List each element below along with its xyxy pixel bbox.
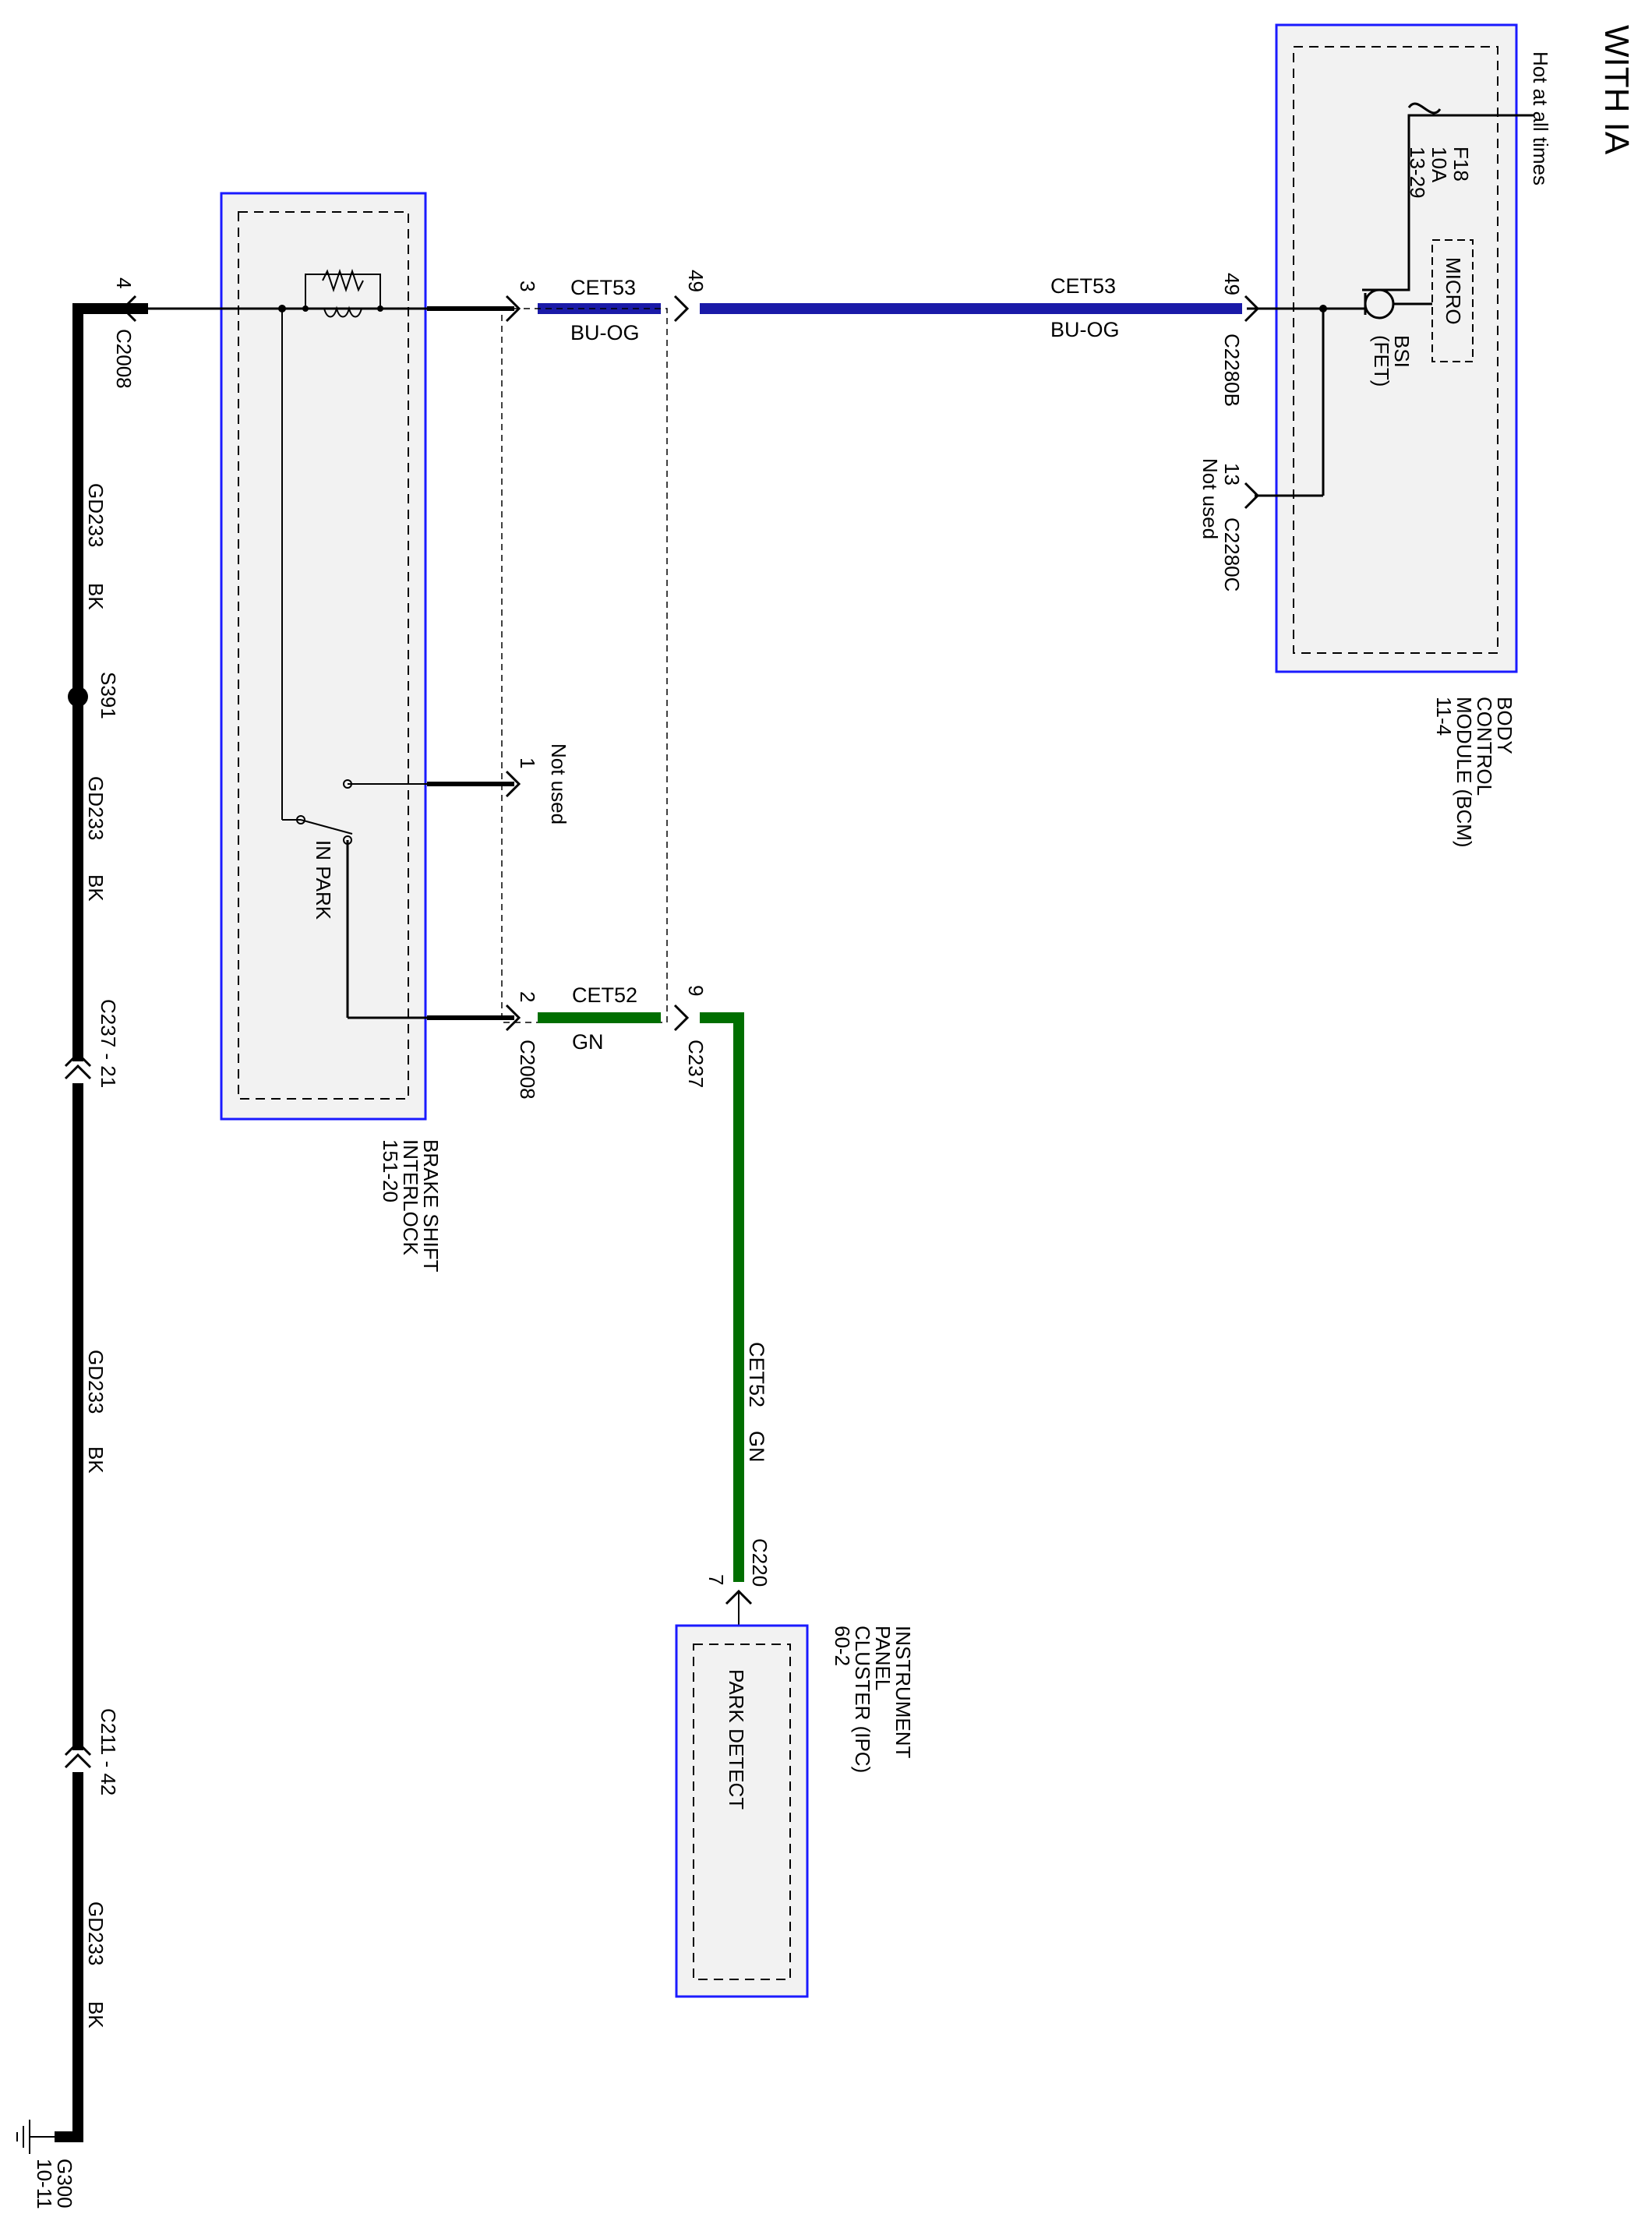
bsi-label: BSI <box>1390 335 1414 368</box>
ipc-module-box <box>675 1624 809 1998</box>
cet52-pin-9: 9 <box>684 985 708 996</box>
cet53-pin-49-c237: 49 <box>684 270 708 292</box>
bsi-module-inner-outline <box>238 211 409 1100</box>
c220-label: C220 <box>748 1538 771 1587</box>
ipc-module: PARK DETECT INSTRUMENT PANEL CLUSTER (IP… <box>675 1624 915 1998</box>
bcm-module: MICRO F18 10A 13-29 Hot at all times BSI… <box>1198 23 1552 848</box>
ipc-module-inner-outline <box>693 1644 791 1980</box>
c2280c-label: C2280C <box>1220 517 1244 591</box>
bcm-not-used-label: Not used <box>1198 458 1222 539</box>
ipc-name-line-4: 60-2 <box>831 1626 854 1666</box>
micro-label: MICRO <box>1442 257 1465 325</box>
ipc-name-line-2: PANEL <box>871 1626 895 1690</box>
bsi-name-line-1: BRAKE SHIFT <box>419 1139 443 1273</box>
cet53-circuit-label-left: CET53 <box>570 276 636 299</box>
bcm-pin-13: 13 <box>1220 463 1244 485</box>
c211-42-label: C211 - 42 <box>97 1708 120 1795</box>
ipc-name-line-3: CLUSTER (IPC) <box>851 1626 874 1773</box>
cet53-wire: CET53 BU-OG CET53 BU-OG 49 3 <box>427 270 1242 344</box>
park-detect-label: PARK DETECT <box>725 1669 748 1810</box>
fuse-name: F18 <box>1449 147 1473 182</box>
bk-label-3: BK <box>84 1446 108 1474</box>
ground-icon <box>16 2120 55 2154</box>
pin1-not-used: Not used <box>547 743 570 824</box>
gd233-wire <box>72 303 148 1061</box>
page-title: WITH IA <box>1597 25 1636 155</box>
gd233-label-2: GD233 <box>84 776 108 840</box>
bk-label-4: BK <box>84 2001 108 2028</box>
c2008-pin2-chevron-icon <box>505 1004 521 1032</box>
bsi-junction-2 <box>302 305 309 312</box>
cet52-circuit-label: CET52 <box>572 983 637 1007</box>
in-park-label: IN PARK <box>312 840 335 920</box>
pin1-chevron-icon <box>505 770 521 798</box>
bcm-name-line-1: BODY <box>1493 697 1516 754</box>
c237-21-label: C237 - 21 <box>97 999 120 1088</box>
switch-pivot <box>296 815 305 824</box>
c237-21-chevron-icon <box>64 1051 92 1068</box>
cet53-circuit-label-right: CET53 <box>1050 274 1116 298</box>
s391-label: S391 <box>97 672 120 719</box>
bcm-module-box <box>1275 23 1518 673</box>
cet53-color-label-right: BU-OG <box>1050 318 1120 341</box>
gd233-wire-end <box>55 1772 83 2142</box>
cet53-color-label-left: BU-OG <box>570 321 640 344</box>
c220-pin-7: 7 <box>704 1574 728 1585</box>
g300-ref-label: 10-11 <box>33 2159 56 2209</box>
bk-label-1: BK <box>84 583 108 610</box>
micro-box <box>1431 239 1474 362</box>
c237-pin9-chevron-icon <box>673 1004 690 1032</box>
bsi-module-box <box>220 192 427 1121</box>
c2008-label-pin2: C2008 <box>516 1040 539 1100</box>
c2008-connector-outline <box>501 308 668 1023</box>
bcm-pin-49: 49 <box>1220 273 1244 295</box>
c2280b-chevron-icon <box>1244 295 1260 323</box>
bcm-name-line-3: MODULE (BCM) <box>1453 697 1476 848</box>
bcm-junction <box>1319 305 1327 312</box>
c237-chevron-icon <box>673 295 690 323</box>
pin1-label: 1 <box>516 757 539 768</box>
cet52-pin-2: 2 <box>516 991 539 1002</box>
pin4-label: 4 <box>112 277 136 288</box>
hot-at-all-times-label: Hot at all times <box>1529 51 1552 185</box>
resistor-icon <box>322 268 364 293</box>
cet52-vertical-color: GN <box>745 1431 768 1463</box>
fuse-element <box>1407 102 1442 115</box>
ipc-name-line-1: INSTRUMENT <box>891 1626 915 1759</box>
bcm-name-line-2: CONTROL <box>1473 697 1496 796</box>
fuse-ref: 13-29 <box>1406 147 1429 199</box>
fet-label: (FET) <box>1370 335 1393 387</box>
switch-blade-icon <box>300 819 353 835</box>
coil-icon <box>323 305 362 318</box>
s391-splice-icon <box>68 687 88 707</box>
fuse-rating: 10A <box>1428 147 1451 183</box>
bsi-name-line-2: INTERLOCK <box>399 1139 422 1255</box>
bsi-junction-3 <box>377 305 383 312</box>
cet52-color-label: GN <box>572 1030 604 1054</box>
cet52-vertical-circuit: CET52 <box>745 1342 768 1407</box>
c211-42-chevron-icon <box>64 1740 92 1757</box>
bcm-module-inner-outline <box>1293 46 1498 654</box>
c2280b-label: C2280B <box>1220 334 1244 407</box>
bk-label-2: BK <box>84 874 108 902</box>
gd233-label-4: GD233 <box>84 1901 108 1965</box>
c237-label: C237 <box>684 1040 708 1088</box>
gd233-label-1: GD233 <box>84 483 108 547</box>
g300-label: G300 <box>53 2159 76 2209</box>
c2008-label-ground: C2008 <box>112 329 136 389</box>
c237-21-chevron-icon-2 <box>64 1064 92 1080</box>
c2280c-chevron-icon <box>1244 482 1260 510</box>
cet53-pin-3: 3 <box>516 281 539 291</box>
ground-wire: GD233 BK S391 GD233 BK C237 - 21 GD233 B… <box>16 303 148 2209</box>
bsi-module: IN PARK 1 Not used 4 C2008 BRAKE SHIFT I… <box>112 192 570 1273</box>
cet52-wire: CET52 GN 9 C237 2 C2008 CET52 GN C220 7 <box>427 983 771 1626</box>
gd233-label-3: GD233 <box>84 1350 108 1414</box>
cet52-segment-long <box>700 1012 744 1582</box>
bcm-name-line-4: 11-4 <box>1432 697 1456 736</box>
c211-42-chevron-icon-2 <box>64 1753 92 1769</box>
bsi-name-line-3: 151-20 <box>379 1139 402 1202</box>
